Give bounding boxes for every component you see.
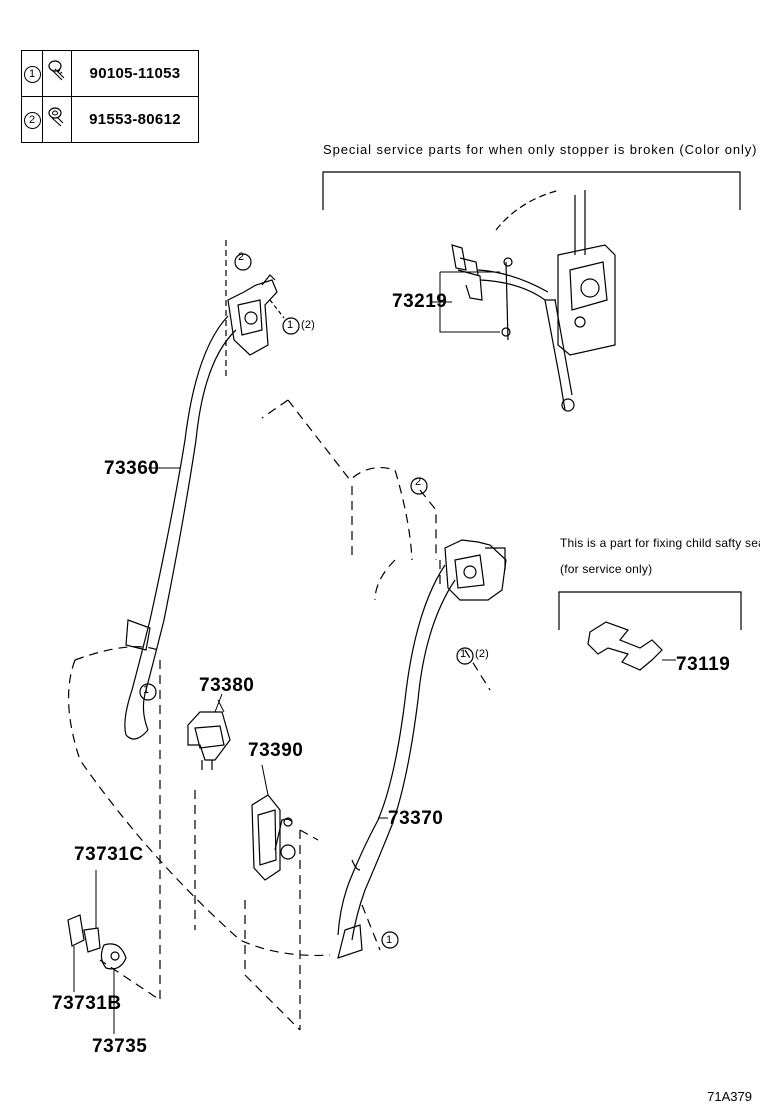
child-seat-bracket bbox=[558, 591, 742, 630]
child-seat-note-line1: This is a part for fixing child safty se… bbox=[560, 536, 760, 550]
belt-73360 bbox=[124, 315, 237, 740]
callout-2-marker: 2 bbox=[23, 112, 41, 129]
bolt-icon bbox=[48, 60, 65, 81]
belt-73370 bbox=[337, 564, 456, 959]
part-label-73735: 73735 bbox=[92, 1036, 148, 1057]
buckle-73390 bbox=[251, 764, 296, 881]
callout-1-anchor-right: 1 bbox=[386, 934, 393, 946]
part-label-73390: 73390 bbox=[248, 740, 304, 761]
part-label-73119: 73119 bbox=[676, 654, 731, 675]
upper-left-retractor bbox=[225, 240, 300, 380]
part-label-73219: 73219 bbox=[392, 291, 448, 312]
fastener-legend: 1 90105-11053 2 91553-80612 bbox=[21, 50, 199, 143]
part-label-73731C: 73731C bbox=[74, 844, 144, 865]
part-label-73380: 73380 bbox=[199, 675, 255, 696]
part-label-73360: 73360 bbox=[104, 458, 160, 479]
clip-parts bbox=[67, 870, 127, 1034]
callout-2-upper-right: 2 bbox=[415, 476, 422, 488]
child-seat-clip-73119 bbox=[587, 621, 676, 671]
upper-right-retractor bbox=[410, 477, 507, 665]
special-service-note: Special service parts for when only stop… bbox=[323, 142, 758, 157]
child-seat-note-line2: (for service only) bbox=[560, 562, 653, 576]
diagram-code: 71A379 bbox=[707, 1089, 752, 1104]
legend-row: 2 91553-80612 bbox=[21, 96, 199, 143]
qty-mid-right: (2) bbox=[475, 648, 490, 660]
qty-upper-left: (2) bbox=[301, 319, 316, 331]
part-label-73731B: 73731B bbox=[52, 993, 122, 1014]
callout-1-upper-left: 1 bbox=[287, 319, 294, 331]
callout-1-marker: 1 bbox=[23, 66, 41, 83]
seat-outline-dashed bbox=[67, 399, 491, 1031]
callout-2-upper-left: 2 bbox=[238, 251, 245, 263]
legend-part-number: 91553-80612 bbox=[71, 96, 199, 143]
nut-icon bbox=[48, 107, 64, 127]
buckle-73380 bbox=[187, 699, 231, 770]
callout-1-mid-right: 1 bbox=[460, 648, 467, 660]
special-service-bracket bbox=[322, 171, 741, 210]
stopper-detail-assembly bbox=[432, 189, 616, 412]
part-label-73370: 73370 bbox=[388, 808, 444, 829]
